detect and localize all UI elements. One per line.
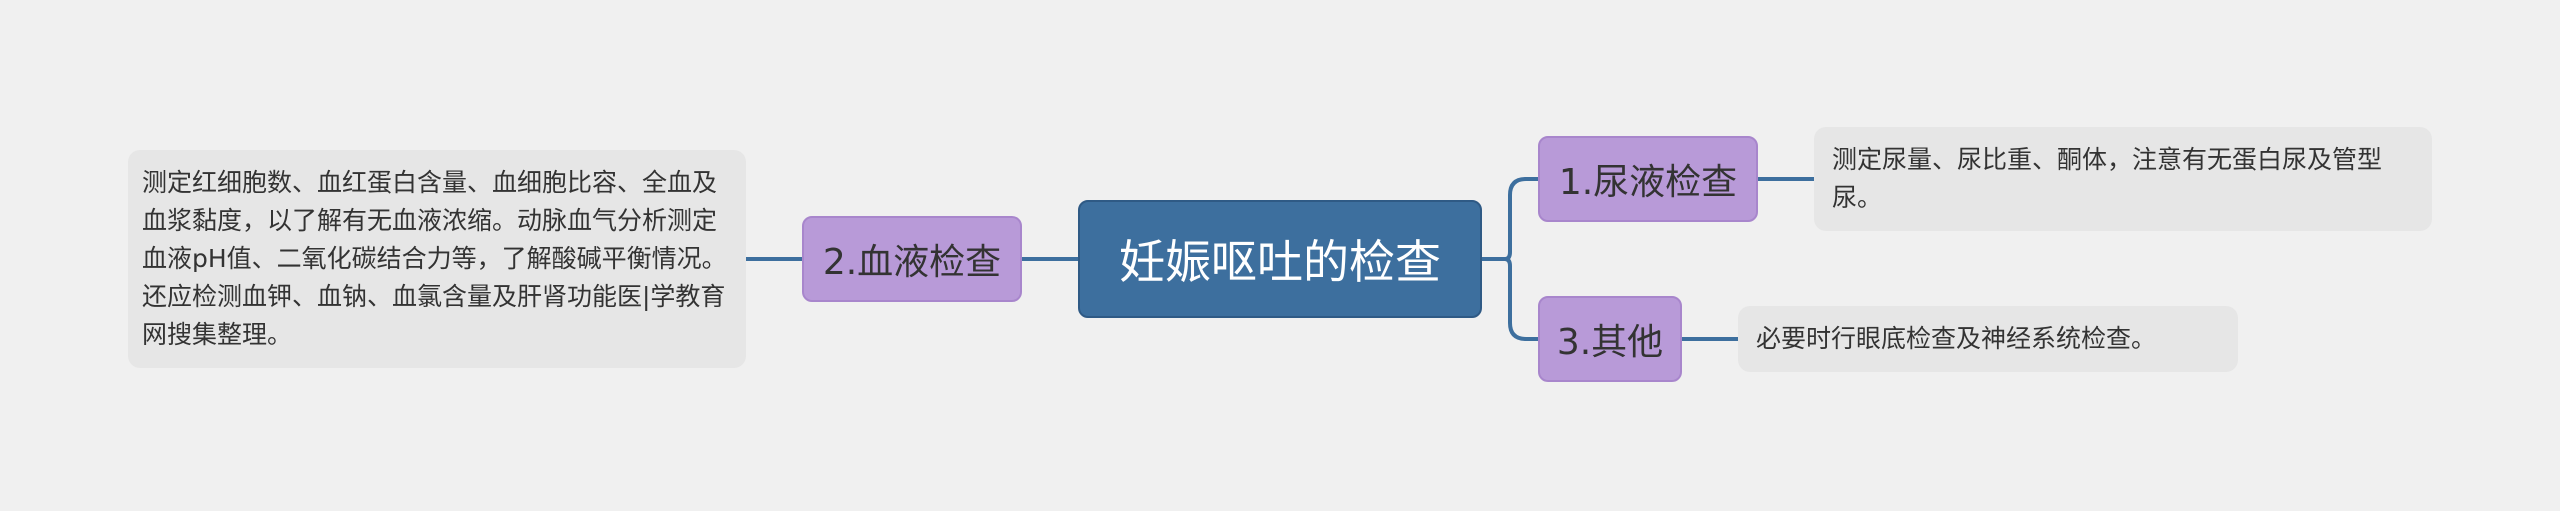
leaf-urine-test-detail[interactable]: 测定尿量、尿比重、酮体，注意有无蛋白尿及管型尿。 <box>1814 127 2432 231</box>
branch-blood-test[interactable]: 2.血液检查 <box>802 216 1022 302</box>
leaf-blood-test-text: 测定红细胞数、血红蛋白含量、血细胞比容、全血及血浆黏度，以了解有无血液浓缩。动脉… <box>142 168 727 349</box>
leaf-blood-test-detail[interactable]: 测定红细胞数、血红蛋白含量、血细胞比容、全血及血浆黏度，以了解有无血液浓缩。动脉… <box>128 150 746 368</box>
leaf-other-detail[interactable]: 必要时行眼底检查及神经系统检查。 <box>1738 306 2238 372</box>
root-topic[interactable]: 妊娠呕吐的检查 <box>1078 200 1482 318</box>
branch-urine-test[interactable]: 1.尿液检查 <box>1538 136 1758 222</box>
branch-other[interactable]: 3.其他 <box>1538 296 1682 382</box>
branch-other-label: 3.其他 <box>1556 322 1664 363</box>
root-topic-label: 妊娠呕吐的检查 <box>1119 235 1441 289</box>
branch-blood-test-label: 2.血液检查 <box>822 242 1002 283</box>
leaf-urine-test-text: 测定尿量、尿比重、酮体，注意有无蛋白尿及管型尿。 <box>1832 145 2383 212</box>
connector-root-other <box>1504 257 1538 341</box>
connector-root-urine <box>1482 177 1538 261</box>
leaf-other-text: 必要时行眼底检查及神经系统检查。 <box>1756 324 2157 353</box>
branch-urine-test-label: 1.尿液检查 <box>1558 162 1738 203</box>
